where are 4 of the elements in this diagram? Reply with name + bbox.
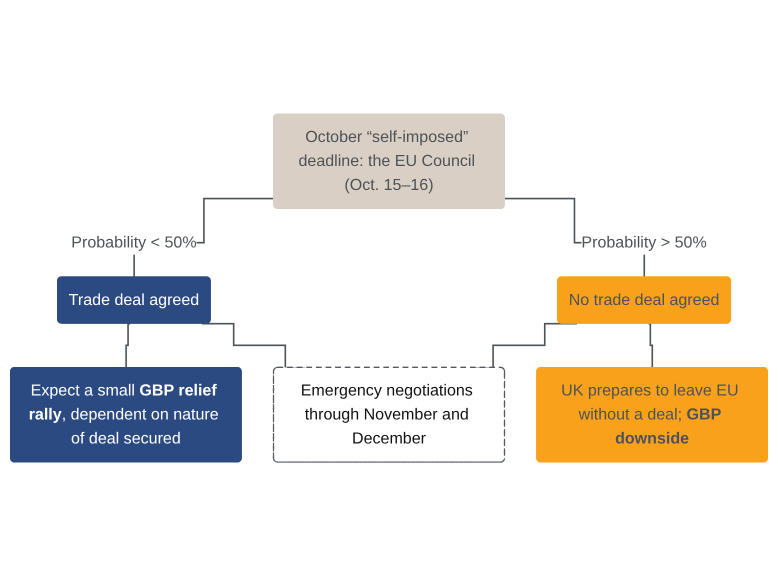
edge-label: Probability > 50% [581, 234, 707, 252]
edge-label: Probability < 50% [71, 234, 197, 252]
connector [648, 322, 654, 369]
connector [125, 322, 130, 369]
